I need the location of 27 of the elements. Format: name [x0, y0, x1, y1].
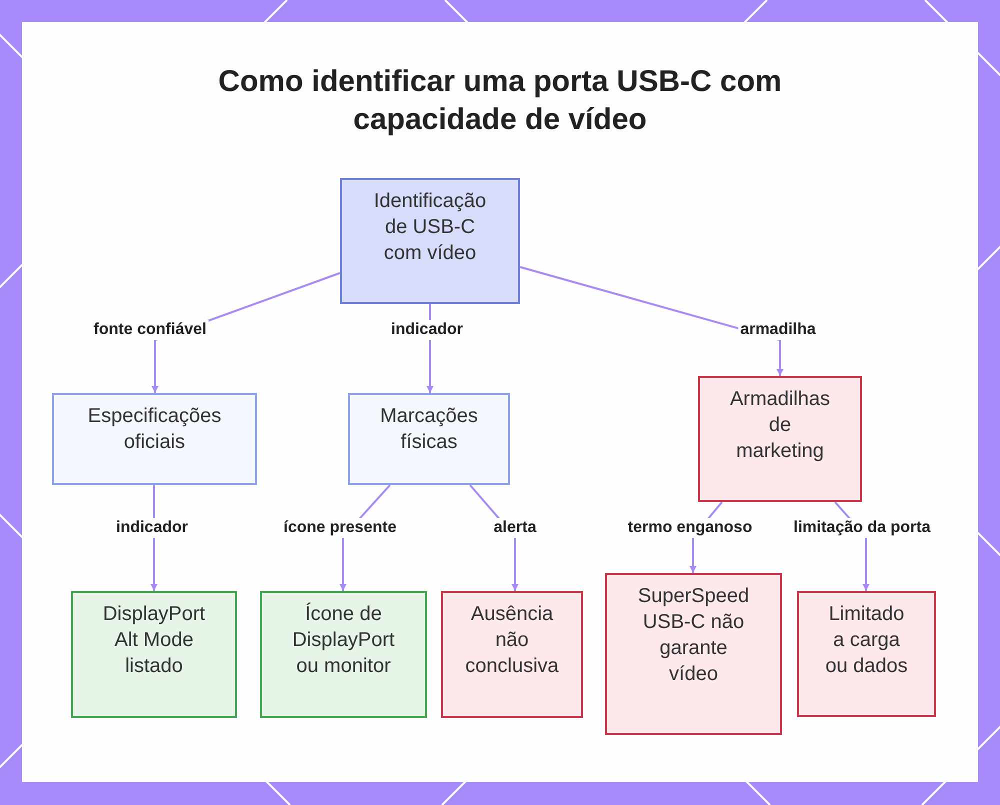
warning-box: [797, 591, 936, 717]
warning-box: [698, 376, 862, 502]
edge-label: indicador: [389, 320, 465, 340]
node-text: DisplayPort Alt Mode listado: [102, 602, 206, 679]
node-text: Armadilhas de marketing: [728, 387, 832, 464]
category-box: [52, 393, 257, 485]
node-text: Limitado a carga ou dados: [824, 602, 909, 679]
positive-result-box: [71, 591, 237, 718]
node-text: Especificações oficiais: [86, 404, 222, 455]
positive-result-box: [260, 591, 427, 718]
edge-label: alerta: [492, 518, 538, 538]
edge-label: indicador: [114, 518, 190, 538]
category-box: [348, 393, 510, 485]
diagram-title: Como identificar uma porta USB-C com capacidade de vídeo: [217, 64, 783, 138]
edge-label: limitação da porta: [792, 518, 932, 538]
edge-label: armadilha: [738, 320, 818, 340]
node-text: SuperSpeed USB-C não garante vídeo: [636, 584, 750, 687]
warning-box: [605, 573, 782, 735]
edge-label: fonte confiável: [92, 320, 208, 340]
warning-box: [441, 591, 583, 718]
edge-label: ícone presente: [282, 518, 398, 538]
topic-box: [340, 178, 520, 304]
node-text: Marcações físicas: [379, 404, 479, 455]
node-text: Identificação de USB-C com vídeo: [372, 189, 488, 266]
node-text: Ícone de DisplayPort ou monitor: [291, 602, 396, 679]
edge-label: termo enganoso: [626, 518, 754, 538]
node-text: Ausência não conclusiva: [464, 602, 560, 679]
